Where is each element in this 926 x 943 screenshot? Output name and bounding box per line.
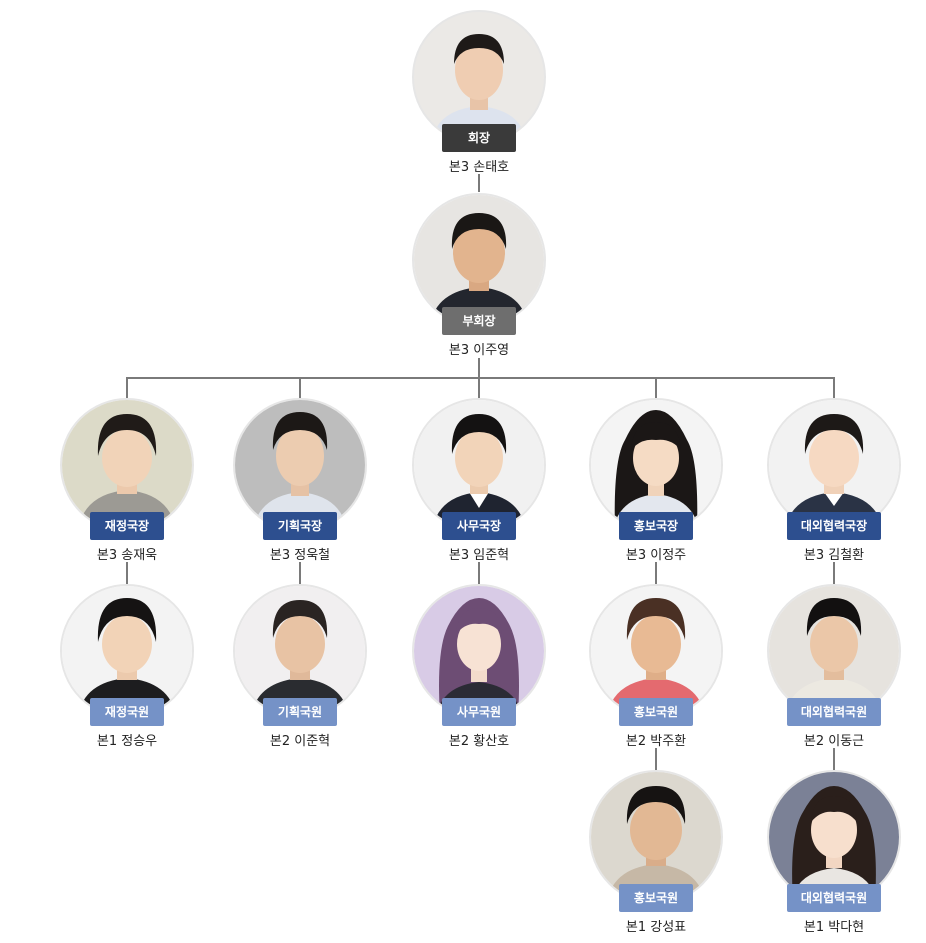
person-portrait-icon — [769, 772, 899, 902]
member-name: 본3 정욱철 — [269, 548, 331, 563]
role-badge: 대외협력국장 — [787, 512, 881, 540]
member-name: 본3 이정주 — [625, 548, 687, 563]
org-node-finance-head: 재정국장 본3 송재욱 — [60, 398, 194, 564]
person-portrait-icon — [235, 400, 365, 530]
person-portrait-icon — [769, 400, 899, 530]
org-node-external-member-1: 대외협력국원 본2 이동근 — [767, 584, 901, 750]
role-badge: 기획국원 — [263, 698, 337, 726]
member-name: 본3 임준혁 — [448, 548, 510, 563]
member-name: 본2 박주환 — [625, 734, 687, 749]
portrait-photo — [767, 398, 901, 532]
member-name: 본3 송재욱 — [96, 548, 158, 563]
member-name: 본3 김철환 — [803, 548, 865, 563]
person-portrait-icon — [414, 12, 544, 142]
role-badge: 홍보국원 — [619, 698, 693, 726]
member-name: 본1 박다현 — [803, 920, 865, 935]
org-node-office-head: 사무국장 본3 임준혁 — [412, 398, 546, 564]
org-node-planning-head: 기획국장 본3 정욱철 — [233, 398, 367, 564]
portrait-photo — [233, 584, 367, 718]
person-portrait-icon — [591, 400, 721, 530]
person-portrait-icon — [62, 586, 192, 716]
role-badge: 회장 — [442, 124, 516, 152]
member-name: 본2 황산호 — [448, 734, 510, 749]
role-badge: 재정국원 — [90, 698, 164, 726]
portrait-photo — [412, 10, 546, 144]
org-node-external-head: 대외협력국장 본3 김철환 — [767, 398, 901, 564]
role-badge: 홍보국원 — [619, 884, 693, 912]
org-node-external-member-2: 대외협력국원 본1 박다현 — [767, 770, 901, 936]
person-portrait-icon — [591, 772, 721, 902]
role-badge: 홍보국장 — [619, 512, 693, 540]
org-node-pr-member-1: 홍보국원 본2 박주환 — [589, 584, 723, 750]
role-badge: 대외협력국원 — [787, 698, 881, 726]
person-portrait-icon — [591, 586, 721, 716]
org-node-pr-member-2: 홍보국원 본1 강성표 — [589, 770, 723, 936]
org-node-pr-head: 홍보국장 본3 이정주 — [589, 398, 723, 564]
member-name: 본2 이동근 — [803, 734, 865, 749]
member-name: 본1 강성표 — [625, 920, 687, 935]
org-node-office-member: 사무국원 본2 황산호 — [412, 584, 546, 750]
org-node-finance-member: 재정국원 본1 정승우 — [60, 584, 194, 750]
person-portrait-icon — [414, 195, 544, 325]
role-badge: 부회장 — [442, 307, 516, 335]
role-badge: 대외협력국원 — [787, 884, 881, 912]
person-portrait-icon — [769, 586, 899, 716]
portrait-photo — [767, 584, 901, 718]
member-name: 본1 정승우 — [96, 734, 158, 749]
role-badge: 기획국장 — [263, 512, 337, 540]
person-portrait-icon — [62, 400, 192, 530]
org-node-vice-chair: 부회장 본3 이주영 — [412, 193, 546, 359]
member-name: 본2 이준혁 — [269, 734, 331, 749]
org-node-chair: 회장 본3 손태호 — [412, 10, 546, 176]
portrait-photo — [589, 584, 723, 718]
person-portrait-icon — [235, 586, 365, 716]
role-badge: 사무국원 — [442, 698, 516, 726]
member-name: 본3 손태호 — [448, 160, 510, 175]
role-badge: 사무국장 — [442, 512, 516, 540]
org-node-planning-member: 기획국원 본2 이준혁 — [233, 584, 367, 750]
person-portrait-icon — [414, 586, 544, 716]
role-badge: 재정국장 — [90, 512, 164, 540]
person-portrait-icon — [414, 400, 544, 530]
portrait-photo — [589, 398, 723, 532]
member-name: 본3 이주영 — [448, 343, 510, 358]
